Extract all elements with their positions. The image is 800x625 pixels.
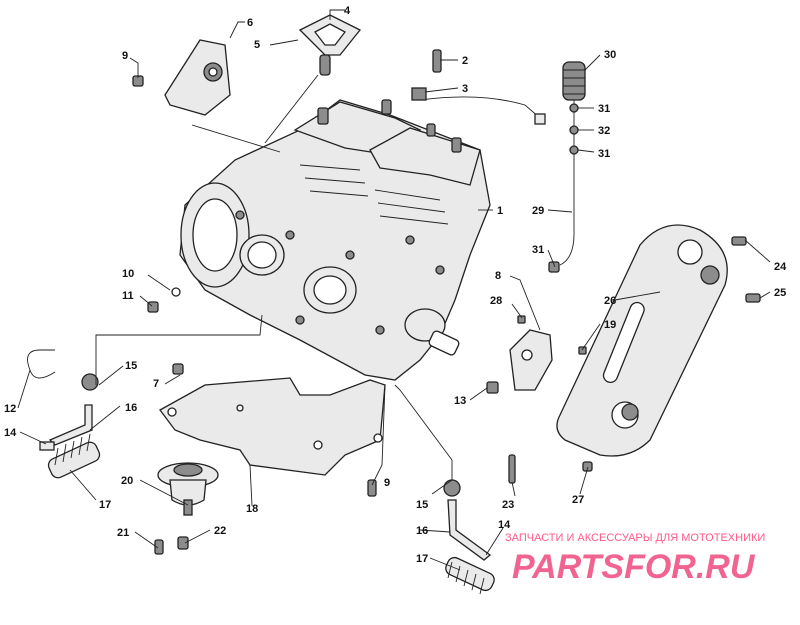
callout-15-right: 15 <box>416 499 428 511</box>
callout-17-left: 17 <box>99 499 111 511</box>
callout-20: 20 <box>121 475 133 487</box>
callout-7: 7 <box>153 378 159 390</box>
spring-left <box>47 433 101 479</box>
callout-31-middle: 31 <box>598 148 610 160</box>
callout-12: 12 <box>4 403 16 415</box>
callout-9-bottom: 9 <box>384 477 390 489</box>
callout-17-right: 17 <box>416 553 428 565</box>
callout-5: 5 <box>254 39 260 51</box>
callout-19: 19 <box>604 319 616 331</box>
callout-9-top: 9 <box>122 50 128 62</box>
callout-16-right: 16 <box>416 525 428 537</box>
callout-2: 2 <box>462 55 468 67</box>
callout-15-left: 15 <box>125 360 137 372</box>
callout-26: 26 <box>604 295 616 307</box>
callout-18: 18 <box>246 503 258 515</box>
callout-28: 28 <box>490 295 502 307</box>
callout-24: 24 <box>774 261 787 273</box>
callout-10: 10 <box>122 268 134 280</box>
callout-11: 11 <box>122 290 134 302</box>
upper-bracket <box>164 39 231 116</box>
floor-mount-plate <box>159 377 386 476</box>
callout-6: 6 <box>247 17 253 29</box>
callout-4: 4 <box>344 5 351 17</box>
callout-21: 21 <box>117 527 129 539</box>
callouts: 1 2 3 4 5 6 7 8 9 9 10 11 12 13 14 14 15… <box>4 5 787 565</box>
callout-16-left: 16 <box>125 402 137 414</box>
small-bracket <box>509 329 553 391</box>
callout-22: 22 <box>214 525 226 537</box>
callout-29: 29 <box>532 205 544 217</box>
callout-14-left: 14 <box>4 427 17 439</box>
callout-30: 30 <box>604 49 616 61</box>
callout-31-bottom: 31 <box>532 244 544 256</box>
standoff-right <box>443 479 492 561</box>
watermark-tagline: ЗАПЧАСТИ И АКСЕССУАРЫ ДЛЯ МОТОТЕХНИКИ <box>505 532 765 544</box>
callout-3: 3 <box>462 83 468 95</box>
callout-1: 1 <box>497 205 503 217</box>
watermark-logo: PARTSFOR.RU <box>512 548 756 586</box>
lift-handle <box>298 14 362 76</box>
callout-13: 13 <box>454 395 466 407</box>
callout-14-right: 14 <box>498 519 511 531</box>
hardware <box>27 49 761 555</box>
callout-31-top: 31 <box>598 103 610 115</box>
sensor-cable <box>411 87 546 125</box>
standoff-left <box>39 373 99 451</box>
spring-right <box>445 556 495 595</box>
engine-mount-plate <box>556 224 728 457</box>
callout-27: 27 <box>572 494 584 506</box>
callout-23: 23 <box>502 499 514 511</box>
callout-8: 8 <box>495 270 501 282</box>
engine-assembly <box>179 99 491 381</box>
leader-lines <box>17 9 771 571</box>
watermark: ЗАПЧАСТИ И АКСЕССУАРЫ ДЛЯ МОТОТЕХНИКИ PA… <box>505 532 765 586</box>
callout-32: 32 <box>598 125 610 137</box>
cable-assembly <box>559 61 586 266</box>
callout-25: 25 <box>774 287 786 299</box>
rubber-engine-mount <box>157 462 219 516</box>
